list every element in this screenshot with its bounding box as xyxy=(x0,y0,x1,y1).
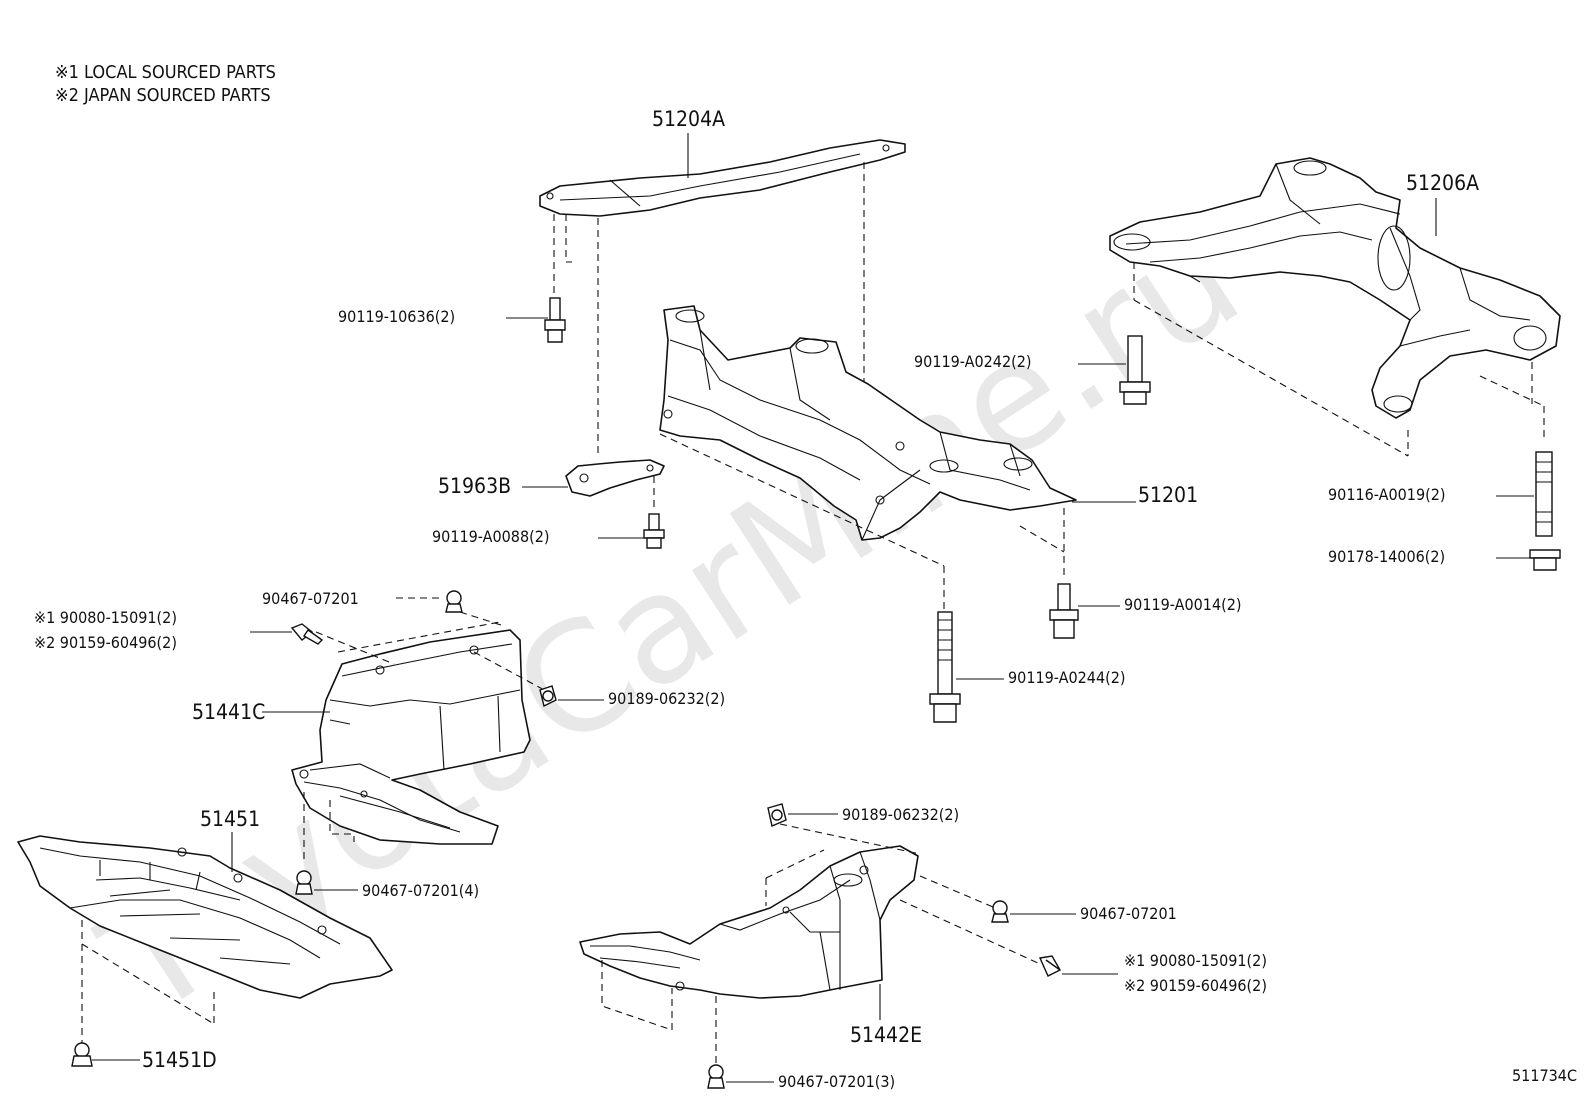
label-90189-06232-left: 90189-06232(2) xyxy=(608,689,725,708)
nut-90178-14006 xyxy=(1529,549,1561,571)
clip-51451D xyxy=(71,1042,93,1067)
label-90189-06232-right: 90189-06232(2) xyxy=(842,805,959,824)
brace-plate-51204A xyxy=(539,139,906,217)
label-90116-A0019: 90116-A0019(2) xyxy=(1328,485,1445,504)
clip-90467-07201-top xyxy=(445,590,463,613)
crossmember-51201 xyxy=(659,305,1077,541)
label-51451D: 51451D xyxy=(142,1048,217,1072)
clip-90467-07201-right xyxy=(991,900,1009,923)
label-51441C: 51441C xyxy=(192,700,265,724)
screw-90080-15091-right xyxy=(1038,955,1061,977)
under-cover-51442E xyxy=(579,845,919,999)
bolt-90119-10636 xyxy=(544,297,566,343)
nut-90189-06232-left xyxy=(539,685,557,708)
label-51201: 51201 xyxy=(1138,483,1198,507)
label-90080-15091-right: ※1 90080-15091(2) xyxy=(1124,951,1267,970)
clip-90467-07201-4 xyxy=(295,870,313,895)
label-90080-15091-left: ※1 90080-15091(2) xyxy=(34,608,177,627)
label-90467-07201-top: 90467-07201 xyxy=(262,589,359,608)
clip-90467-07201-3 xyxy=(707,1064,725,1089)
label-51963B: 51963B xyxy=(438,474,511,498)
bolt-90119-A0014 xyxy=(1049,583,1079,639)
label-90119-A0244: 90119-A0244(2) xyxy=(1008,668,1125,687)
bolt-90119-A0088 xyxy=(643,513,665,549)
bracket-51963B xyxy=(565,459,665,497)
stud-90116-A0019 xyxy=(1535,451,1553,537)
label-90119-A0242: 90119-A0242(2) xyxy=(914,352,1031,371)
screw-90080-15091-left xyxy=(290,623,324,645)
label-90467-07201-3: 90467-07201(3) xyxy=(778,1072,895,1091)
label-90119-10636: 90119-10636(2) xyxy=(338,307,455,326)
note-local-sourced: ※1 LOCAL SOURCED PARTS xyxy=(55,62,276,83)
label-51206A: 51206A xyxy=(1406,171,1479,195)
label-90467-07201-right: 90467-07201 xyxy=(1080,904,1177,923)
diagram-code: 511734C xyxy=(1512,1066,1577,1085)
note-japan-sourced: ※2 JAPAN SOURCED PARTS xyxy=(55,85,271,106)
rear-crossmember-51206A xyxy=(1109,157,1561,419)
label-90178-14006: 90178-14006(2) xyxy=(1328,547,1445,566)
label-90119-A0088: 90119-A0088(2) xyxy=(432,527,549,546)
label-90159-60496-right: ※2 90159-60496(2) xyxy=(1124,976,1267,995)
label-51204A: 51204A xyxy=(652,107,725,131)
bolt-90119-A0244 xyxy=(929,611,961,723)
label-90467-07201-4: 90467-07201(4) xyxy=(362,881,479,900)
label-90159-60496-left: ※2 90159-60496(2) xyxy=(34,633,177,652)
nut-90189-06232-right xyxy=(767,803,787,827)
bolt-90119-A0242 xyxy=(1119,335,1151,405)
under-cover-51451 xyxy=(17,835,393,999)
label-51442E: 51442E xyxy=(850,1023,922,1047)
label-51451: 51451 xyxy=(200,807,260,831)
label-90119-A0014: 90119-A0014(2) xyxy=(1124,595,1241,614)
under-cover-51441C xyxy=(291,629,531,845)
